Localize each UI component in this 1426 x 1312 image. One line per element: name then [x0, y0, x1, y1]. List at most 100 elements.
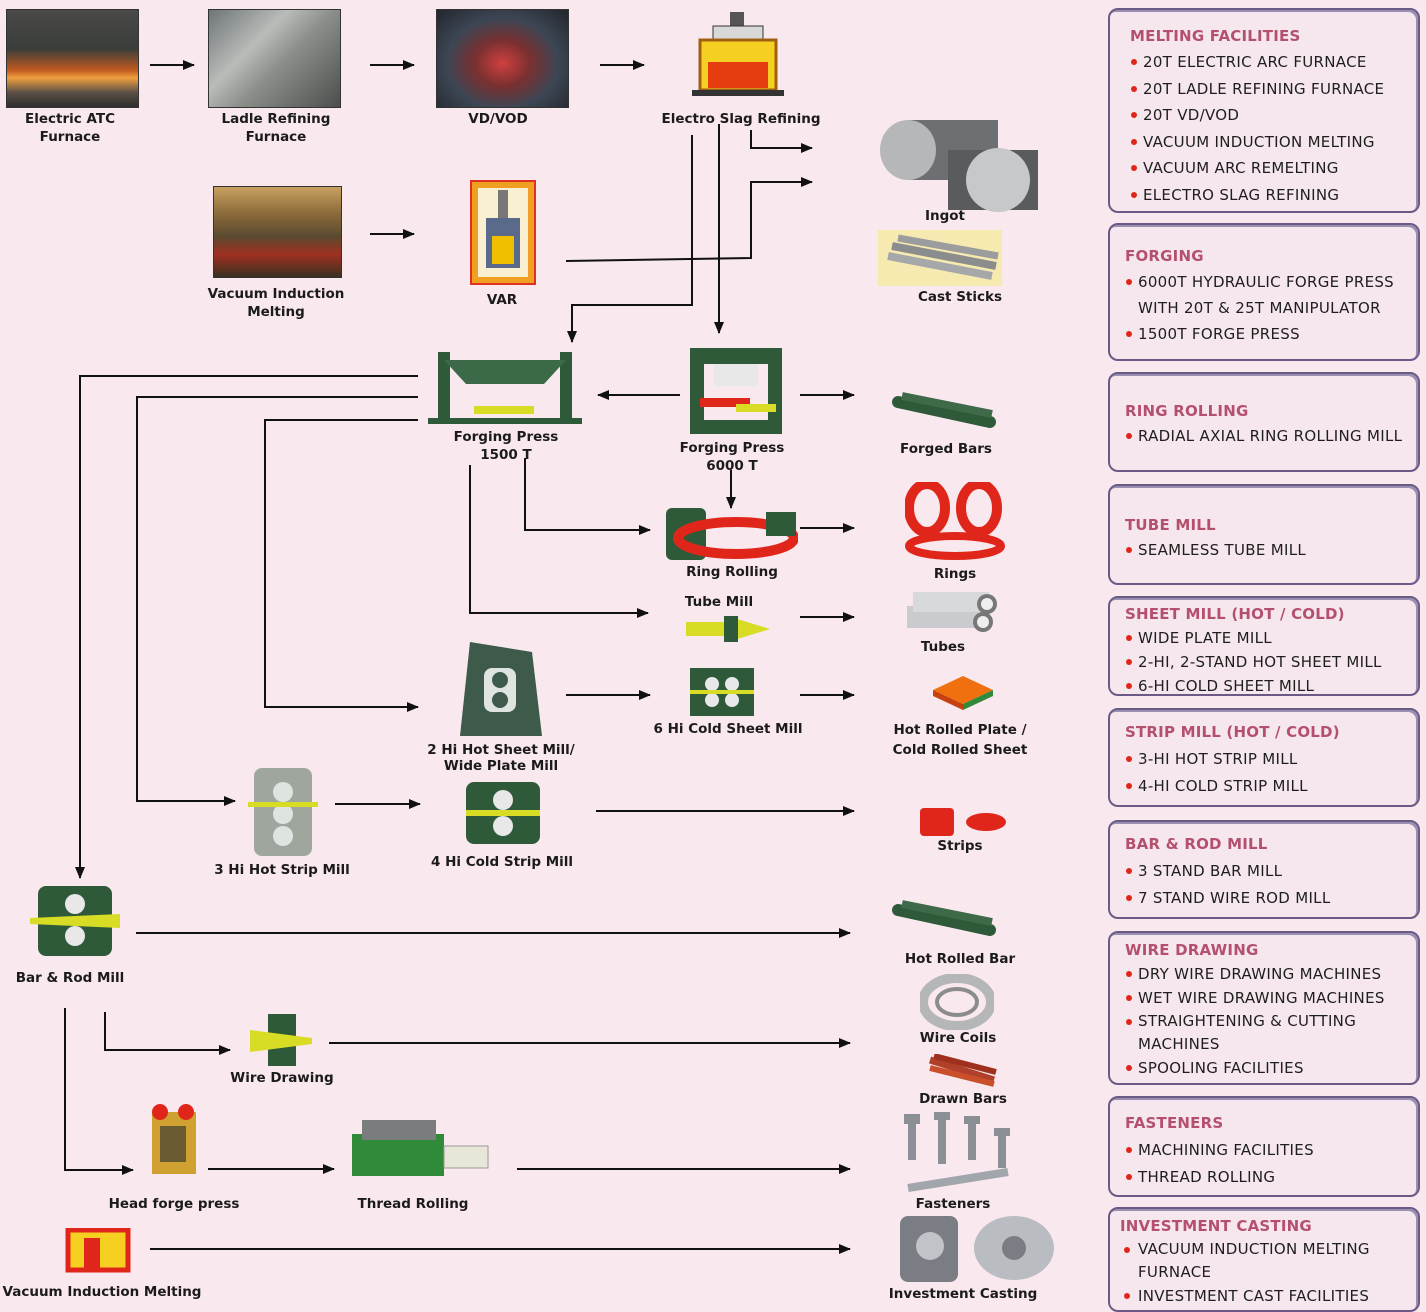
panel-item: 6-HI COLD SHEET MILL	[1125, 674, 1418, 698]
tubes-icon	[903, 588, 1003, 636]
esr-label: Electro Slag Refining	[661, 111, 821, 127]
plate-sheet-label: Hot Rolled Plate / Cold Rolled Sheet	[892, 722, 1028, 758]
panel-item: VACUUM ARC REMELTING	[1130, 155, 1418, 182]
panel-item: 6000T HYDRAULIC FORGE PRESS WITH 20T & 2…	[1125, 269, 1418, 321]
panel-item: INVESTMENT CAST FACILITIES	[1120, 1284, 1418, 1308]
panel-item: 7 STAND WIRE ROD MILL	[1125, 885, 1418, 912]
ladle-refining-label: Ladle Refining Furnace	[221, 111, 331, 145]
cold-strip-mill-icon	[466, 782, 540, 844]
panel-melting-facilities: MELTING FACILITIES 20T ELECTRIC ARC FURN…	[1108, 8, 1420, 213]
hot-sheet-label: 2 Hi Hot Sheet Mill/ Wide Plate Mill	[427, 742, 575, 774]
plate-sheet-icon	[933, 676, 993, 710]
panel-item: 3-HI HOT STRIP MILL	[1125, 746, 1418, 773]
vacuum-induction-melting-photo	[213, 186, 342, 278]
panel-item: 2-HI, 2-STAND HOT SHEET MILL	[1125, 650, 1418, 674]
hot-strip-mill-icon	[248, 762, 318, 858]
cold-strip-label: 4 Hi Cold Strip Mill	[430, 854, 574, 870]
wire-coils-label: Wire Coils	[919, 1030, 997, 1046]
electric-furnace-photo	[6, 9, 139, 108]
tube-mill-label: Tube Mill	[684, 594, 754, 610]
panel-strip-mill: STRIP MILL (HOT / COLD) 3-HI HOT STRIP M…	[1108, 708, 1420, 807]
esr-icon	[690, 10, 786, 98]
panel-title: WIRE DRAWING	[1125, 941, 1259, 959]
rings-icon	[904, 479, 1005, 560]
panel-title: STRIP MILL (HOT / COLD)	[1125, 723, 1340, 741]
panel-item: STRAIGHTENING & CUTTING MACHINES	[1125, 1010, 1418, 1056]
panel-title: INVESTMENT CASTING	[1120, 1217, 1312, 1235]
vd-vod-photo	[436, 9, 569, 108]
panel-item: 1500T FORGE PRESS	[1125, 321, 1418, 347]
panel-item: SEAMLESS TUBE MILL	[1125, 538, 1418, 562]
investment-casting-icon	[890, 1206, 1060, 1288]
fasteners-label: Fasteners	[915, 1196, 991, 1212]
panel-item: 3 STAND BAR MILL	[1125, 858, 1418, 885]
rings-label: Rings	[933, 566, 977, 582]
forging-1500-label: Forging Press 1500 T	[453, 429, 559, 463]
hot-rolled-bar-label: Hot Rolled Bar	[904, 951, 1016, 967]
panel-item: 20T LADLE REFINING FURNACE	[1130, 76, 1418, 103]
forging-6000-label: Forging Press 6000 T	[679, 440, 785, 474]
vd-vod-label: VD/VOD	[468, 111, 528, 127]
panel-investment-casting: INVESTMENT CASTING VACUUM INDUCTION MELT…	[1108, 1207, 1420, 1312]
panel-item: WIDE PLATE MILL	[1125, 626, 1418, 650]
wire-drawing-label: Wire Drawing	[230, 1070, 334, 1086]
panel-title: FORGING	[1125, 247, 1204, 265]
panel-item: MACHINING FACILITIES	[1125, 1137, 1418, 1164]
vim-bottom-label: Vacuum Induction Melting	[2, 1284, 202, 1300]
forged-bars-icon	[892, 392, 998, 432]
var-label: VAR	[486, 292, 518, 308]
hot-rolled-bar-icon	[892, 900, 998, 940]
panel-title: RING ROLLING	[1125, 402, 1249, 420]
vim-bottom-icon	[64, 1227, 132, 1274]
panel-fasteners: FASTENERS MACHINING FACILITIES THREAD RO…	[1108, 1096, 1420, 1197]
wire-drawing-icon	[250, 1014, 312, 1066]
bar-rod-mill-icon	[30, 886, 120, 956]
vim-label: Vacuum Induction Melting	[207, 286, 345, 320]
electric-furnace-label: Electric ATC Furnace	[25, 111, 115, 145]
investment-casting-label: Investment Casting	[888, 1286, 1038, 1302]
panel-tube-mill: TUBE MILL SEAMLESS TUBE MILL	[1108, 484, 1420, 585]
var-icon	[470, 180, 536, 285]
panel-bar-rod-mill: BAR & ROD MILL 3 STAND BAR MILL 7 STAND …	[1108, 820, 1420, 919]
panel-item: 20T VD/VOD	[1130, 102, 1418, 129]
panel-item: THREAD ROLLING	[1125, 1164, 1418, 1191]
thread-rolling-icon	[352, 1118, 490, 1178]
panel-title: BAR & ROD MILL	[1125, 835, 1268, 853]
forging-press-1500-icon	[424, 350, 586, 426]
drawn-bars-icon	[926, 1053, 998, 1088]
ingot-icon	[878, 116, 1038, 216]
strips-label: Strips	[937, 838, 983, 854]
head-forge-label: Head forge press	[108, 1196, 240, 1212]
head-forge-press-icon	[146, 1102, 202, 1176]
panel-title: FASTENERS	[1125, 1114, 1224, 1132]
panel-item: VACUUM INDUCTION MELTING FURNACE	[1120, 1238, 1418, 1284]
tubes-label: Tubes	[920, 639, 966, 655]
panel-forging: FORGING 6000T HYDRAULIC FORGE PRESS WITH…	[1108, 223, 1420, 361]
tube-mill-icon	[684, 616, 770, 642]
wire-coils-icon	[918, 973, 996, 1031]
panel-item: SPOOLING FACILITIES	[1125, 1056, 1418, 1080]
panel-item: 20T ELECTRIC ARC FURNACE	[1130, 49, 1418, 76]
panel-item: RADIAL AXIAL RING ROLLING MILL	[1125, 424, 1418, 448]
cast-sticks-icon	[878, 230, 1002, 286]
ring-rolling-icon	[666, 508, 799, 560]
strips-icon	[918, 804, 1010, 838]
panel-wire-drawing: WIRE DRAWING DRY WIRE DRAWING MACHINES W…	[1108, 931, 1420, 1085]
cold-sheet-mill-icon	[690, 668, 754, 716]
hot-strip-label: 3 Hi Hot Strip Mill	[214, 862, 350, 878]
drawn-bars-label: Drawn Bars	[919, 1091, 1007, 1107]
panel-item: WET WIRE DRAWING MACHINES	[1125, 986, 1418, 1010]
panel-title: MELTING FACILITIES	[1130, 27, 1301, 45]
panel-title: SHEET MILL (HOT / COLD)	[1125, 605, 1345, 623]
panel-item: 4-HI COLD STRIP MILL	[1125, 773, 1418, 800]
thread-rolling-label: Thread Rolling	[357, 1196, 469, 1212]
forging-press-6000-icon	[686, 346, 786, 436]
panel-ring-rolling: RING ROLLING RADIAL AXIAL RING ROLLING M…	[1108, 372, 1420, 472]
panel-item: DRY WIRE DRAWING MACHINES	[1125, 962, 1418, 986]
cast-sticks-label: Cast Sticks	[917, 289, 1003, 305]
forged-bars-label: Forged Bars	[900, 441, 992, 457]
panel-sheet-mill: SHEET MILL (HOT / COLD) WIDE PLATE MILL …	[1108, 596, 1420, 696]
ingot-label: Ingot	[924, 208, 966, 224]
panel-item: VACUUM INDUCTION MELTING	[1130, 129, 1418, 156]
